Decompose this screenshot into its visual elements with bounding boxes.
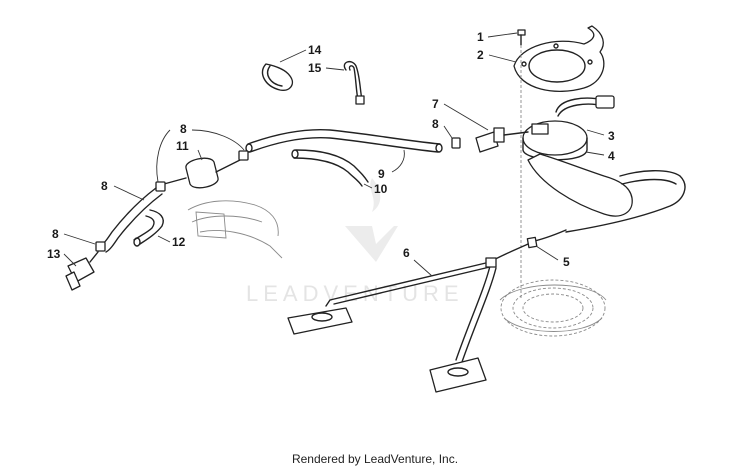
part-5-fitting: 5: [526, 229, 570, 269]
callout-2: 2: [477, 48, 484, 62]
part-10-formed-hose: 10: [291, 149, 388, 196]
part-2-mounting-ring: 2: [477, 25, 605, 92]
callout-1: 1: [477, 30, 484, 44]
watermark-logo: [345, 178, 398, 262]
callout-12: 12: [172, 235, 186, 249]
watermark-text: LEADVENTURE: [246, 281, 464, 306]
part-1-screw: 1: [477, 29, 526, 46]
part-9-fuel-hose-left: 8: [99, 179, 163, 253]
part-13-connector: 13: [47, 247, 99, 291]
callout-5: 5: [563, 255, 570, 269]
part-3-fuel-pump: 3: [522, 95, 615, 161]
callout-8-lower: 8: [52, 227, 59, 241]
callout-8-right: 8: [432, 117, 439, 131]
part-4-fuel-pickup: 4: [527, 149, 686, 233]
callout-9-main: 9: [378, 167, 385, 181]
part-14-hose-clamp: 14: [261, 43, 322, 91]
part-12-formed-hose: 12: [133, 209, 186, 249]
footer-credit: Rendered by LeadVenture, Inc.: [291, 452, 459, 466]
watermark: LEADVENTURE: [246, 178, 464, 306]
part-9-fuel-hose-main: 9: [245, 128, 443, 181]
part-8-clamp-right: 8: [432, 117, 461, 149]
callout-14: 14: [308, 43, 322, 57]
ghost-fuel-tank-ring: [499, 279, 607, 337]
part-8-clamps-upper: 8: [156, 122, 245, 183]
part-6-vent-hoses: 6: [287, 243, 529, 393]
callout-15: 15: [308, 61, 322, 75]
part-15-tie-strap: 15: [308, 60, 365, 105]
ghost-mounting-bracket: [187, 200, 283, 259]
callout-3: 3: [608, 129, 615, 143]
part-7-quick-connector: 7: [432, 97, 529, 153]
callout-11: 11: [176, 139, 189, 153]
part-8-clamp-lower: 8: [52, 227, 106, 252]
callout-13: 13: [47, 247, 61, 261]
callout-7: 7: [432, 97, 439, 111]
callout-8-upper: 8: [180, 122, 187, 136]
callout-9-left: 8: [101, 179, 108, 193]
callout-10: 10: [374, 182, 388, 196]
callout-6: 6: [403, 246, 410, 260]
part-11-fuel-filter: 11: [155, 139, 249, 192]
callout-4: 4: [608, 149, 615, 163]
